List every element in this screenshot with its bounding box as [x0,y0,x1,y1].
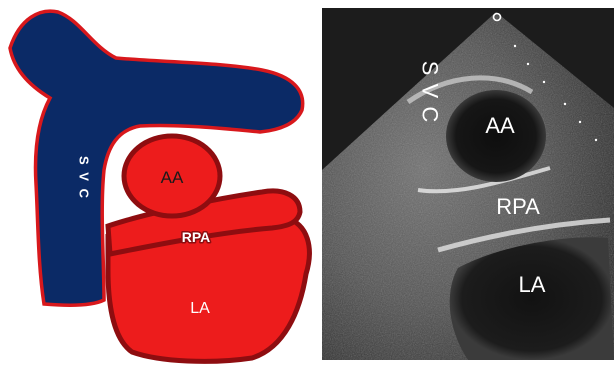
schematic-rpa-label: RPA [182,229,211,245]
schematic-aa-label: AA [161,168,184,187]
depth-marker-dot [595,139,597,141]
anatomy-schematic-svg: S V C AA RPA LA [0,0,312,368]
anatomy-schematic: S V C AA RPA LA [0,0,312,368]
schematic-la-label: LA [190,300,210,317]
echo-rpa-label: RPA [496,194,540,219]
depth-marker-dot [543,81,545,83]
echo-aa-label: AA [485,113,515,138]
echo-image-svg: S V C AA RPA LA [318,0,616,368]
schematic-svc-label: S V C [77,156,92,200]
echo-la-label: LA [519,272,546,297]
depth-marker-dot [564,103,566,105]
echo-svc-label: S V C [418,61,443,123]
depth-marker-dot [527,63,529,65]
depth-marker-dot [514,45,516,47]
echocardiogram-image: S V C AA RPA LA [318,0,616,368]
depth-marker-dot [579,121,581,123]
